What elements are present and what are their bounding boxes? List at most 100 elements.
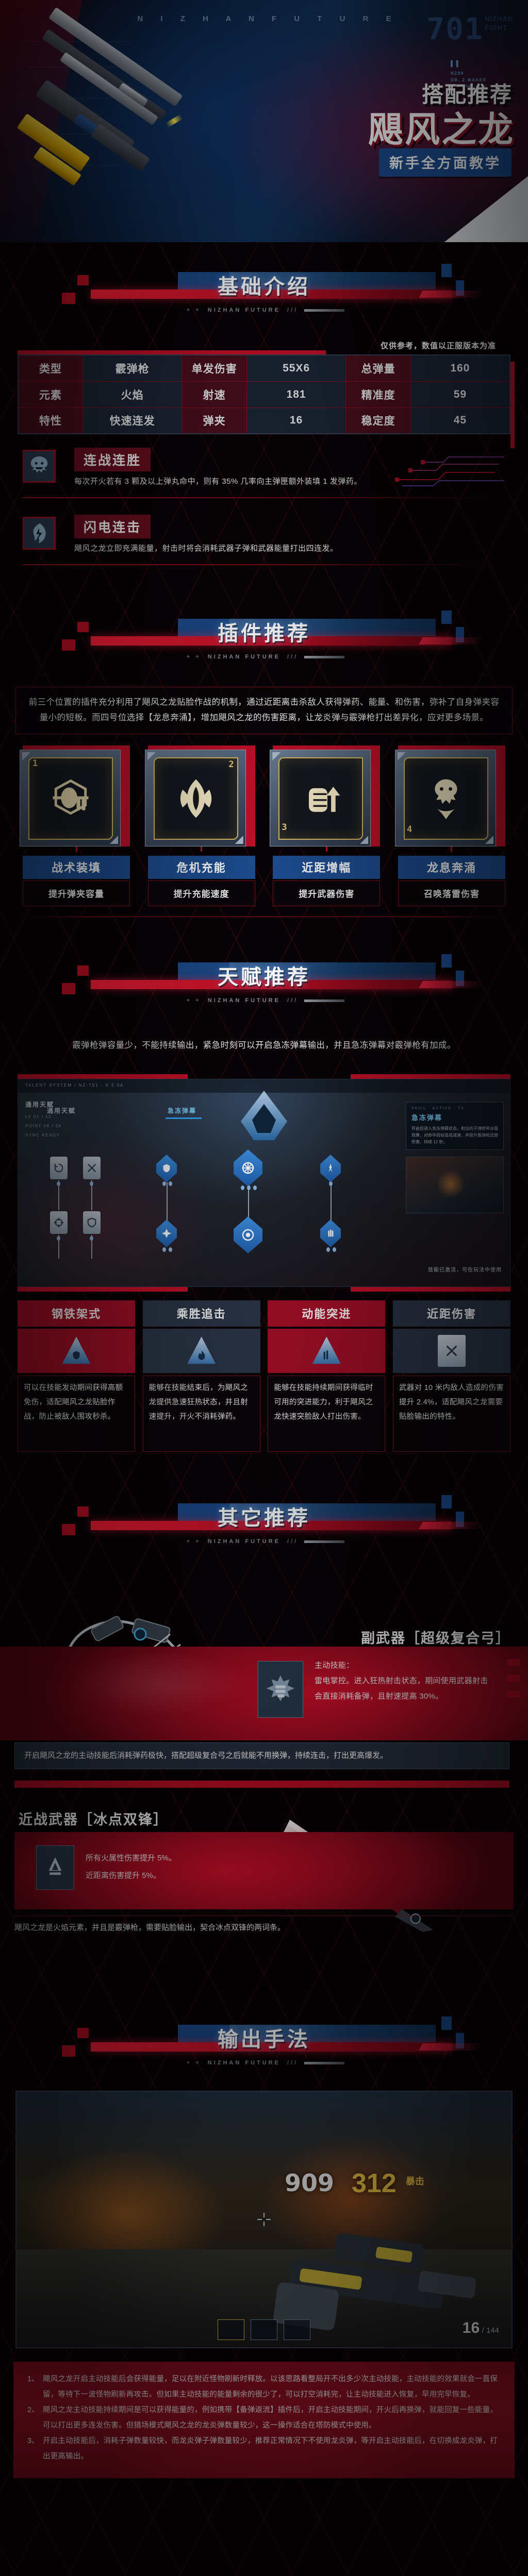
plus-icon: + + (186, 654, 201, 660)
melee-weapon-block: 近战武器［冰点双锋］ 所有火属性伤害提升 5%。 近距离伤害提升 5%。 飓风之… (0, 1808, 528, 1963)
section-subtitle: + + NIZHAN FUTURE /// (0, 997, 528, 1004)
section-gameplay: 输出手法 + + NIZHAN FUTURE /// 909 312 暴击 (0, 1995, 528, 2478)
crit-label: 暴击 (406, 2176, 424, 2187)
skill-desc: 每次开火若有 3 颗及以上弹丸命中，则有 35% 几率向主弹匣额外装填 1 发弹… (74, 477, 362, 486)
hero-badge-number: 701 (426, 11, 484, 46)
talent-card[interactable]: 动能突进 能够在技能持续期间获得临时可用的突进能力，利于飓风之龙快速突脸敌人打出… (268, 1300, 386, 1452)
talent-node[interactable] (83, 1157, 101, 1179)
melee-weapon-footnote: 飓风之龙是火焰元素，并且是霰弹枪，需要贴脸输出，契合冰点双锋的两词条。 (14, 1916, 514, 1935)
tree-card-desc: 开启后进入急冻弹幕状态，射出的子弹附带冰霜效果，对命中目标造成减速，并提升霰弹枪… (411, 1126, 498, 1144)
slash-icon: /// (287, 654, 299, 660)
dragon-crest-icon (403, 757, 488, 840)
talent-desc: 可以在技能发动期间获得高额免伤，适配飓风之龙贴脸作战，防止被敌人围攻秒杀。 (18, 1376, 135, 1452)
talent-node[interactable] (320, 1155, 341, 1182)
thunder-mag-icon (258, 1661, 303, 1718)
section-subtitle-text: NIZHAN FUTURE (207, 997, 280, 1004)
section-title: 天赋推荐 (218, 966, 310, 989)
weapon-slot[interactable] (218, 2319, 244, 2340)
talent-card[interactable]: 乘胜追击 能够在技能结束后，为飓风之龙提供急速狂热状态，并且射速提升，开火不消耗… (142, 1300, 260, 1452)
tree-card-tag: SKILL · ACTIVE · T3 (411, 1107, 465, 1110)
tree-skill-card: SKILL · ACTIVE · T3 急冻弹幕 开启后进入急冻弹幕状态，射出的… (406, 1102, 504, 1150)
skill-name: 闪电连击 (74, 515, 151, 538)
tab-frost-barrage[interactable]: 急冻弹幕 (165, 1107, 202, 1119)
stat-key: 元素 (18, 381, 83, 408)
section-subtitle: + + NIZHAN FUTURE /// (0, 1538, 528, 1545)
stat-value: 59 (410, 381, 510, 408)
plugin-card[interactable]: 3 近距增幅 提升武器伤害 (270, 745, 381, 906)
stat-key: 总弹量 (345, 354, 411, 382)
plugin-card[interactable]: 1 战术装填 提升弹夹容量 (20, 745, 130, 906)
ammo-current: 16 (462, 2319, 480, 2336)
plugin-card[interactable]: 2 危机充能 提升充能速度 (144, 745, 255, 906)
plus-icon: + + (186, 2060, 201, 2066)
weapon-slot[interactable] (284, 2319, 310, 2340)
talent-card[interactable]: 近距伤害 武器对 10 米内敌人造成的伤害提升 2.4%，适配飓风之龙需要贴脸输… (392, 1300, 510, 1452)
stat-key: 精准度 (345, 381, 411, 408)
shield-heart-icon (87, 1217, 96, 1228)
secondary-skill-desc: 雷电掌控。进入狂热射击状态，期间使用武器射击会直接消耗备弹，且射速提高 30%。 (315, 1676, 488, 1701)
talent-card[interactable]: 钢铁架式 可以在技能发动期间获得高额免伤，适配飓风之龙贴脸作战，防止被敌人围攻秒… (18, 1300, 135, 1452)
crossed-swords-icon (87, 1163, 96, 1173)
plugin-card[interactable]: 4 龙息奔涌 召唤落雷伤害 (394, 745, 505, 906)
table-row: 元素 火焰 射速 181 精准度 59 (18, 381, 510, 408)
shield-stance-icon (18, 1329, 135, 1373)
magazine-icon (328, 1229, 334, 1237)
stat-value: 16 (246, 407, 346, 434)
list-item: 飓风之龙开启主动技能后会获得能量，足以在附近怪物刷新时释放。以该思路看整局开不出… (27, 2371, 498, 2399)
plugin-name: 战术装填 (23, 856, 130, 879)
hero-dots-icon: ▌▌ (451, 61, 462, 67)
gameplay-tips-list: 飓风之龙开启主动技能后会获得能量，足以在附近怪物刷新时释放。以该思路看整局开不出… (27, 2371, 501, 2464)
passive-skill-row: 闪电连击 飓风之龙立即充满能量，射击时将会消耗武器子弹和武器能量打出四连发。 (23, 515, 505, 568)
section-plugins: 插件推荐 + + NIZHAN FUTURE /// 前三个位置的插件充分利用了… (0, 589, 528, 917)
stat-value: 火焰 (82, 381, 183, 408)
talent-tree-panel[interactable]: TALENT SYSTEM / NZ-701 · V 2.04 通用天赋 LV … (18, 1079, 510, 1287)
talent-node[interactable] (156, 1219, 177, 1247)
talent-node[interactable] (83, 1211, 101, 1234)
plugin-card-row: 1 战术装填 提升弹夹容量 2 危机充能 提升充能速度 (20, 745, 505, 906)
stat-key: 特性 (18, 407, 83, 434)
tree-emblem-icon (241, 1091, 287, 1140)
dash-icon (268, 1329, 386, 1373)
list-item: 开启主动技能后，消耗子弹数量较快，而龙炎弹子弹数量较少，推荐正常情况下不使用龙炎… (27, 2433, 498, 2461)
crit-damage-number: 312 (352, 2168, 397, 2198)
ammo-counter: 16 / 144 (463, 2319, 499, 2337)
lightning-dragon-icon (23, 517, 56, 550)
section-subtitle-text: NIZHAN FUTURE (207, 307, 280, 313)
weapon-slot[interactable] (251, 2319, 277, 2340)
talent-node[interactable] (234, 1216, 262, 1253)
plugins-paragraph: 前三个位置的插件充分利用了飓风之龙贴脸作战的机制，通过近距离击杀敌人获得弹药、能… (28, 698, 500, 722)
stats-note: 仅供参考，数值以正服版本为准 (380, 342, 496, 350)
skill-name: 连战连胜 (74, 448, 151, 471)
plus-icon: + + (186, 997, 201, 1004)
section-subtitle: + + NIZHAN FUTURE /// (0, 307, 528, 313)
tree-meta-2: POINT 08 / 24 (25, 1124, 62, 1128)
burst-icon (161, 1228, 172, 1239)
stat-value: 快速连发 (82, 407, 183, 434)
talents-paragraph-box: 霰弹枪弹容量少，不能持续输出，紧急时刻可以开启急冻弹幕输出，并且急冻弹幕对霰弹枪… (15, 1030, 513, 1061)
talent-desc: 能够在技能结束后，为飓风之龙提供急速狂热状态，并且射速提升，开火不消耗弹药。 (142, 1376, 260, 1452)
gameplay-tips-box: 飓风之龙开启主动技能后会获得能量，足以在附近怪物刷新时释放。以该思路看整局开不出… (13, 2362, 515, 2478)
stat-key: 单发伤害 (182, 354, 247, 382)
talent-node[interactable] (156, 1155, 177, 1182)
section-subtitle-text: NIZHAN FUTURE (207, 2060, 280, 2066)
talent-node[interactable] (234, 1149, 262, 1187)
energy-core-icon (153, 757, 238, 840)
plugin-slot-number: 2 (228, 759, 234, 770)
tab-general-talents[interactable]: 通用天赋 (47, 1107, 76, 1114)
talent-node[interactable] (320, 1219, 341, 1247)
section-header-gameplay: 输出手法 + + NIZHAN FUTURE /// (0, 1995, 528, 2083)
melee-bullet: 所有火属性伤害提升 5%。 (86, 1854, 176, 1862)
talents-paragraph: 霰弹枪弹容量少，不能持续输出，紧急时刻可以开启急冻弹幕输出，并且急冻弹幕对霰弹枪… (72, 1041, 456, 1050)
ice-blade-icon (36, 1845, 74, 1890)
section-subtitle: + + NIZHAN FUTURE /// (0, 654, 528, 660)
melee-bullets: 所有火属性伤害提升 5%。 近距离伤害提升 5%。 (86, 1850, 176, 1885)
weapon-slot-bar[interactable] (218, 2319, 310, 2340)
frost-burst-icon (242, 1162, 254, 1174)
plugin-name: 龙息奔涌 (398, 856, 505, 879)
talent-node[interactable] (50, 1211, 68, 1234)
talent-node[interactable] (50, 1157, 68, 1179)
plugin-slot-number: 3 (282, 822, 287, 833)
crossed-blades-icon (392, 1329, 510, 1373)
stat-value: 霰弹枪 (82, 354, 183, 382)
plugin-slot-number: 4 (406, 824, 412, 835)
